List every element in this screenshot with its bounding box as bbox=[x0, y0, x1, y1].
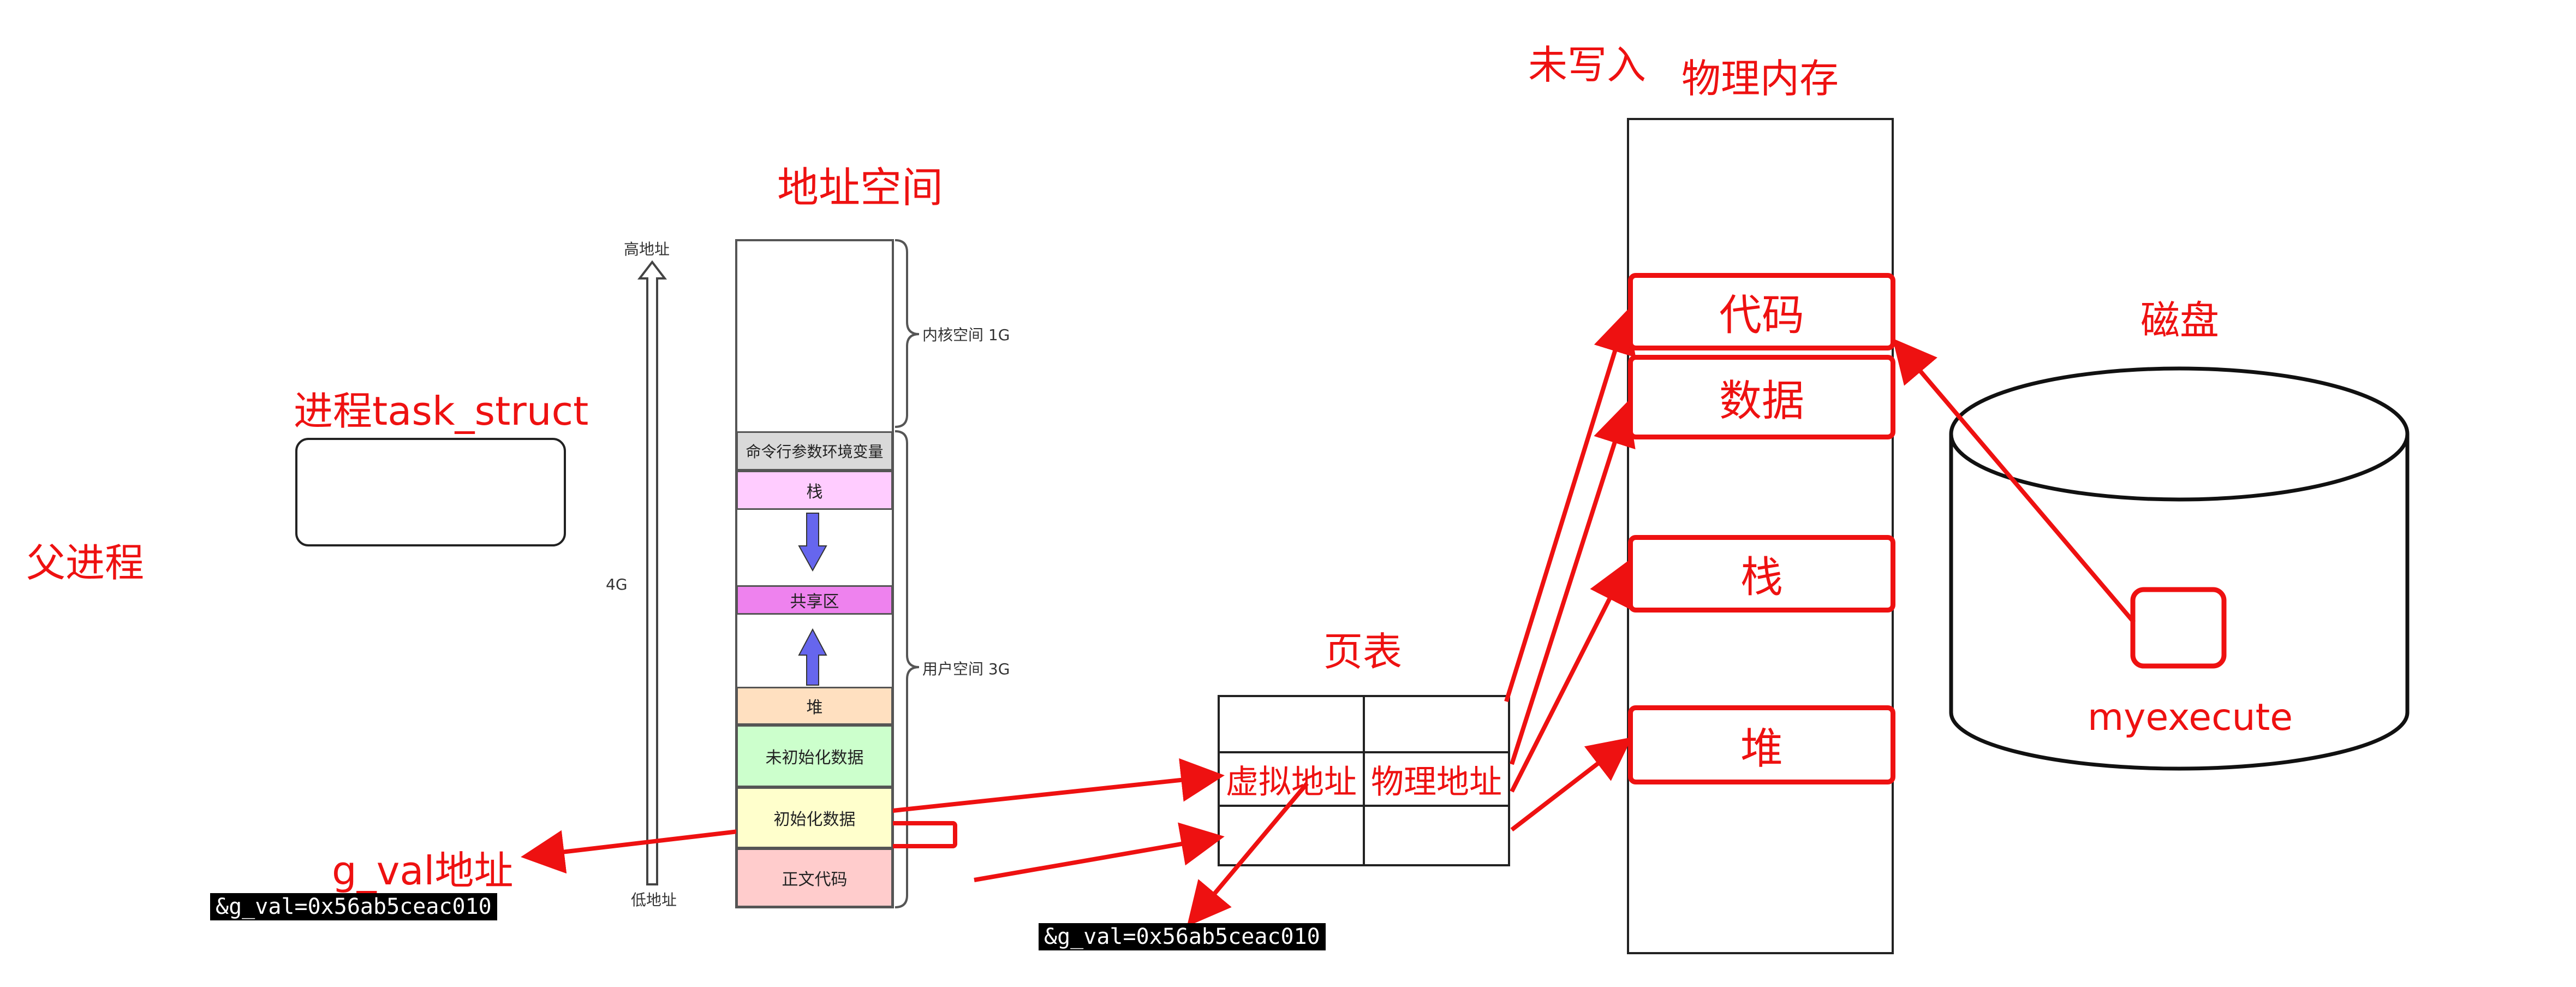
user-space-label: 用户空间 3G bbox=[922, 660, 1010, 678]
task-struct-label: 进程task_struct bbox=[294, 388, 589, 434]
not-written-label: 未写入 bbox=[1528, 42, 1647, 88]
physical-memory-title: 物理内存 bbox=[1681, 56, 1839, 102]
arrow-disk-to-code bbox=[1892, 338, 2136, 624]
arrow-virtual-to-terminal bbox=[1186, 782, 1309, 927]
memory-block-data: 数据 bbox=[1628, 355, 1895, 439]
terminal-gval-bottom: &g_val=0x56ab5ceac010 bbox=[1039, 923, 1326, 950]
kernel-space-label: 内核空间 1G bbox=[922, 326, 1010, 344]
arrow-pt-to-stack bbox=[1510, 560, 1630, 793]
segment-shared: 共享区 bbox=[736, 585, 893, 615]
g-val-address-label: g_val地址 bbox=[332, 848, 514, 894]
page-table-physical-cell: 物理地址 bbox=[1371, 763, 1502, 801]
user-space-brace bbox=[895, 430, 920, 908]
disk-title: 磁盘 bbox=[2140, 298, 2220, 343]
stack-grow-arrow bbox=[798, 513, 827, 572]
segment-cmdline-env: 命令行参数环境变量 bbox=[736, 431, 893, 471]
size-4g-label: 4G bbox=[606, 575, 628, 593]
segment-text: 正文代码 bbox=[736, 848, 893, 907]
arrow-pt-to-data bbox=[1510, 401, 1636, 765]
page-table-virtual-cell: 虚拟地址 bbox=[1226, 763, 1357, 801]
segment-heap: 堆 bbox=[736, 687, 893, 725]
disk-file-box bbox=[2130, 587, 2227, 669]
low-address-label: 低地址 bbox=[631, 891, 677, 909]
memory-block-stack: 栈 bbox=[1628, 535, 1895, 613]
arrow-pt-to-heap bbox=[1510, 737, 1632, 832]
memory-block-heap: 堆 bbox=[1628, 705, 1895, 784]
parent-process-label: 父进程 bbox=[26, 540, 145, 586]
arrow-bottom-to-pagetable bbox=[974, 822, 1225, 882]
arrow-pt-to-code bbox=[1504, 309, 1636, 703]
page-table-title: 页表 bbox=[1323, 629, 1403, 675]
heap-grow-arrow bbox=[798, 628, 827, 686]
task-struct-box bbox=[295, 438, 566, 546]
segment-data: 初始化数据 bbox=[736, 787, 893, 848]
segment-bss: 未初始化数据 bbox=[736, 725, 893, 787]
memory-block-code: 代码 bbox=[1628, 273, 1895, 350]
high-address-label: 高地址 bbox=[624, 240, 670, 258]
segment-stack: 栈 bbox=[736, 471, 893, 510]
kernel-space-brace bbox=[895, 239, 920, 428]
arrow-gval-to-label bbox=[521, 825, 776, 874]
terminal-gval-left: &g_val=0x56ab5ceac010 bbox=[210, 893, 497, 920]
address-space-title: 地址空间 bbox=[777, 163, 943, 212]
disk-file-label: myexecute bbox=[2088, 696, 2293, 739]
address-axis-arrow bbox=[637, 260, 667, 885]
